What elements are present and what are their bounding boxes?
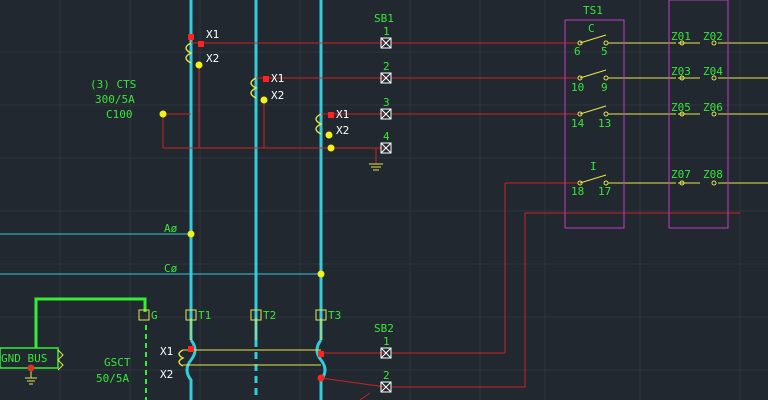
sb2-t2-label: 2: [383, 369, 390, 382]
ts-switch-contacts: [577, 34, 717, 186]
labels: X1 X2 X1 X2 X1 X2 (3) CTS 300/5A C100 SB…: [1, 4, 723, 385]
ts1-label: TS1: [583, 4, 603, 17]
ts-i-label: I: [590, 160, 597, 173]
ct1-x1-label: X1: [206, 28, 219, 41]
gsct-label: GSCT: [104, 356, 131, 369]
terminal-t1: [185, 309, 197, 321]
t3-label: T3: [328, 309, 341, 322]
ts-6-label: 6: [574, 45, 581, 58]
terminal-sb1-1: [380, 37, 392, 49]
z08-label: Z08: [703, 168, 723, 181]
gsct-ratio-label: 50/5A: [96, 372, 129, 385]
sb2-label: SB2: [374, 322, 394, 335]
terminal-t2: [250, 309, 262, 321]
a-phase-label: Aø: [164, 222, 178, 235]
sb1-t3-label: 3: [383, 96, 390, 109]
g-label: G: [151, 309, 158, 322]
ct-coil-2: [250, 77, 258, 99]
z02-label: Z02: [703, 30, 723, 43]
sb1-t1-label: 1: [383, 25, 390, 38]
z07-label: Z07: [671, 168, 691, 181]
ts-yellow-wiring: [183, 42, 768, 366]
ts-10-label: 10: [571, 81, 584, 94]
t2-label: T2: [263, 309, 276, 322]
ts-c-label: C: [588, 22, 595, 35]
z05-label: Z05: [671, 101, 691, 114]
terminal-g: [138, 309, 150, 321]
c-phase-label: Cø: [164, 262, 178, 275]
z03-label: Z03: [671, 65, 691, 78]
terminal-sb1-4: [380, 142, 392, 154]
junction-nodes: [27, 34, 335, 382]
ts-17-label: 17: [598, 185, 611, 198]
terminal-sb1-2: [380, 72, 392, 84]
ground-connection: [34, 297, 147, 348]
ts-5-label: 5: [601, 45, 608, 58]
sb1-label: SB1: [374, 12, 394, 25]
ts1-outline: [564, 0, 729, 229]
ct3-x1-label: X1: [336, 108, 349, 121]
ts-18-label: 18: [571, 185, 584, 198]
gsct-x2-label: X2: [160, 368, 173, 381]
gsct-coil: [178, 349, 185, 367]
gsct-x1-label: X1: [160, 345, 173, 358]
ct-coil-3: [315, 113, 323, 135]
phase-wires: [0, 233, 321, 275]
ct3-x2-label: X2: [336, 124, 349, 137]
gnd-bus-label: GND BUS: [1, 352, 47, 365]
cts-ratio-label: 300/5A: [95, 93, 135, 106]
terminal-sb1-3: [380, 108, 392, 120]
sb1-t4-label: 4: [383, 130, 390, 143]
terminal-sb2-2: [380, 381, 392, 393]
t1-label: T1: [198, 309, 211, 322]
ts-13-label: 13: [598, 117, 611, 130]
terminal-t3: [315, 309, 327, 321]
terminal-blocks: [138, 37, 392, 393]
ts-14-label: 14: [571, 117, 585, 130]
sb2-t1-label: 1: [383, 335, 390, 348]
ct-red-wiring: [162, 42, 740, 400]
ts-9-label: 9: [601, 81, 608, 94]
terminal-sb2-1: [380, 347, 392, 359]
ct2-x2-label: X2: [271, 89, 284, 102]
z04-label: Z04: [703, 65, 723, 78]
ct1-x2-label: X2: [206, 52, 219, 65]
ct2-x1-label: X1: [271, 72, 284, 85]
z06-label: Z06: [703, 101, 723, 114]
ct-coil-1: [185, 42, 193, 64]
sb1-t2-label: 2: [383, 60, 390, 73]
cts-qty-label: (3) CTS: [90, 78, 136, 91]
z01-label: Z01: [671, 30, 691, 43]
cts-class-label: C100: [106, 108, 133, 121]
